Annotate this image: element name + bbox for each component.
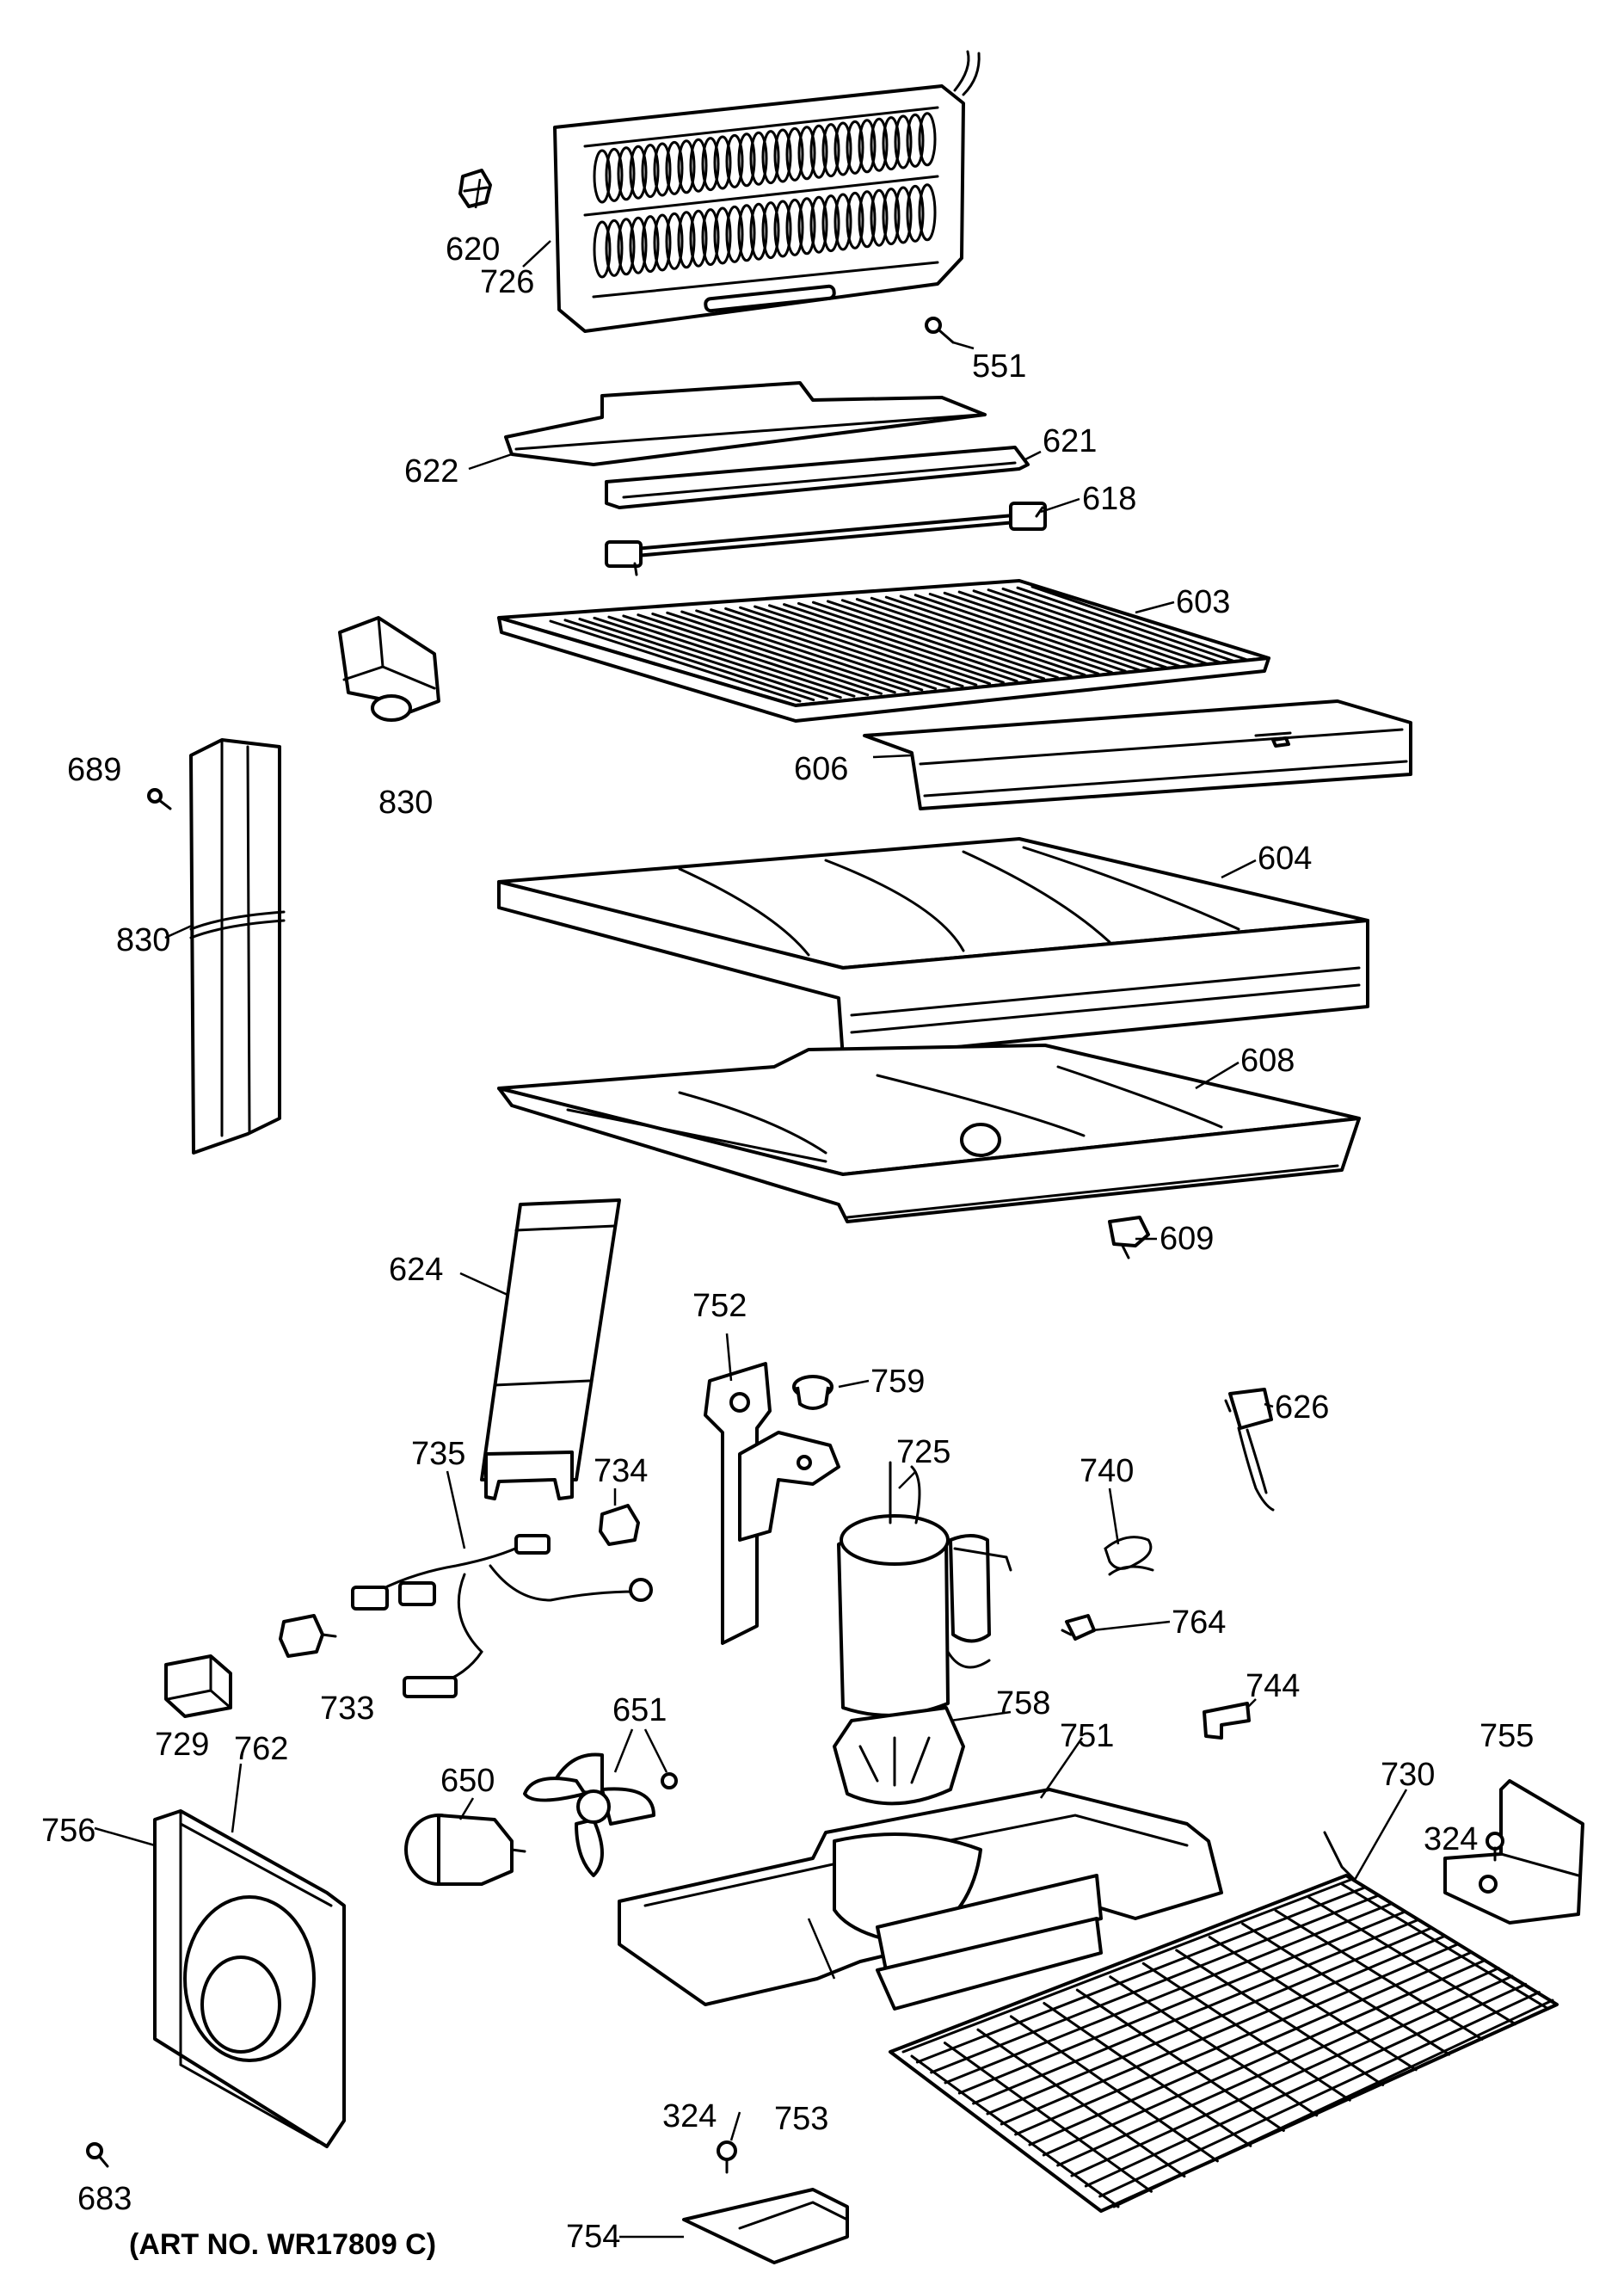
- part-cover-622: [504, 381, 987, 466]
- part-compressor-725: [833, 1461, 1012, 1806]
- part-connector-733: [279, 1614, 337, 1658]
- part-nut-651: [661, 1772, 678, 1789]
- part-screw-683: [86, 2142, 109, 2168]
- callout-603: 603: [1176, 584, 1230, 620]
- part-condenser-730: [889, 1831, 1559, 2213]
- callout-606: 606: [794, 751, 848, 787]
- part-bracket-752: [704, 1362, 840, 1645]
- part-bracket-753: [876, 1917, 1103, 2011]
- callout-683: 683: [77, 2181, 132, 2217]
- part-base-751: [618, 1788, 1223, 2006]
- part-capacitor-729: [164, 1654, 232, 1718]
- callout-764: 764: [1172, 1604, 1226, 1641]
- callout-733: 733: [320, 1691, 374, 1727]
- callout-758: 758: [996, 1685, 1050, 1721]
- part-screw-689: [147, 788, 172, 810]
- part-clip-620: [458, 169, 492, 208]
- part-wedge-754: [682, 2188, 849, 2264]
- part-screw-324a: [1486, 1832, 1504, 1862]
- callout-756: 756: [41, 1813, 95, 1849]
- callout-755: 755: [1479, 1718, 1534, 1754]
- part-thermostat-830: [338, 616, 440, 722]
- callout-726: 726: [480, 264, 534, 300]
- part-connector-734: [599, 1504, 640, 1546]
- part-harness-735: [351, 1534, 653, 1698]
- part-tray-608: [497, 1044, 1361, 1223]
- callout-604: 604: [1258, 841, 1312, 877]
- callout-752: 752: [692, 1288, 747, 1324]
- callout-740: 740: [1080, 1453, 1134, 1489]
- part-shroud-756: [153, 1809, 346, 2148]
- callout-324b: 324: [662, 2098, 717, 2134]
- callout-608: 608: [1240, 1043, 1295, 1079]
- callout-626: 626: [1275, 1389, 1329, 1426]
- callout-734: 734: [594, 1453, 648, 1489]
- callout-leaders: [94, 178, 1408, 2239]
- part-clip-609: [1108, 1216, 1150, 1260]
- callout-762: 762: [234, 1731, 288, 1767]
- callout-labels: 620 726 551 622 621 618 603 830 689 606 …: [41, 231, 1534, 2261]
- part-bracket-744: [1203, 1702, 1251, 1740]
- callout-551: 551: [972, 348, 1026, 385]
- part-heater-621: [605, 446, 1030, 509]
- callout-830b: 830: [116, 922, 170, 958]
- part-screw-324b: [717, 2140, 737, 2174]
- callout-725: 725: [896, 1434, 950, 1470]
- callout-324a: 324: [1424, 1821, 1478, 1857]
- callout-689: 689: [67, 752, 121, 788]
- part-tray-604: [497, 837, 1369, 1060]
- part-fan-651: [523, 1752, 655, 1877]
- callout-620: 620: [446, 231, 500, 268]
- callout-651: 651: [612, 1692, 667, 1728]
- callout-730: 730: [1381, 1757, 1435, 1793]
- part-relay-626: [1224, 1388, 1275, 1512]
- callout-759: 759: [870, 1364, 925, 1400]
- part-motor-650: [404, 1814, 526, 1886]
- part-shelf-603: [497, 579, 1270, 723]
- part-heater-rod-618: [605, 502, 1047, 576]
- part-duct-624: [480, 1198, 621, 1500]
- callout-729: 729: [155, 1727, 209, 1763]
- part-clip-764: [1061, 1614, 1096, 1641]
- callout-735: 735: [411, 1436, 465, 1472]
- callout-624: 624: [389, 1252, 443, 1288]
- part-channel-830: [189, 738, 286, 1155]
- callout-609: 609: [1160, 1221, 1214, 1257]
- callout-830a: 830: [378, 785, 433, 821]
- callout-753: 753: [774, 2101, 828, 2137]
- callout-618: 618: [1082, 481, 1136, 517]
- part-screw-551: [925, 317, 955, 344]
- callout-744: 744: [1246, 1668, 1300, 1704]
- callout-650: 650: [440, 1763, 495, 1799]
- callout-621: 621: [1043, 423, 1097, 459]
- callout-622: 622: [404, 453, 458, 490]
- part-clip-740: [1104, 1536, 1154, 1576]
- part-evaporator-726: [553, 50, 981, 333]
- part-bracket-755: [1443, 1779, 1584, 1925]
- part-cover-606: [863, 699, 1412, 810]
- callout-754: 754: [566, 2219, 620, 2255]
- art-number-caption: (ART NO. WR17809 C): [129, 2228, 436, 2261]
- callout-751: 751: [1060, 1718, 1114, 1754]
- part-grommet-759: [792, 1375, 834, 1410]
